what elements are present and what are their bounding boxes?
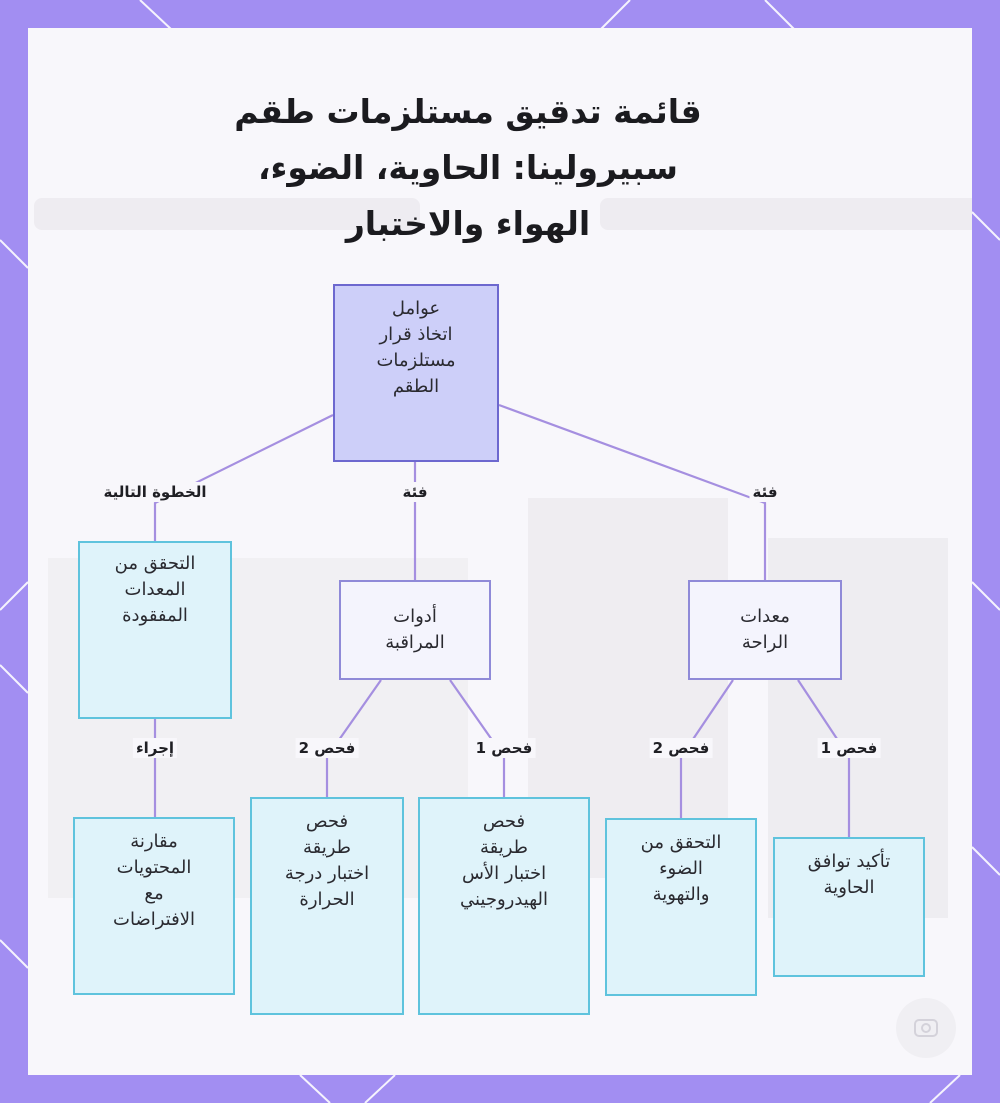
edge-comfort-to-container bbox=[797, 679, 851, 837]
node-text-line: تأكيد توافق bbox=[807, 851, 891, 872]
node-text-line: اتخاذ قرار bbox=[379, 324, 453, 345]
node-text-line: الحاوية bbox=[823, 877, 875, 898]
edge-root-to-missing bbox=[153, 414, 334, 541]
node-container-fit: تأكيد توافق الحاوية bbox=[773, 837, 925, 977]
edge-label-next-step: الخطوة التالية bbox=[100, 482, 210, 502]
node-text-line: مقارنة bbox=[130, 831, 178, 852]
edge-label-check-2-comfort: فحص 2 bbox=[649, 738, 713, 758]
title-line-3: الهواء والاختبار bbox=[345, 204, 591, 243]
node-text-line: أدوات bbox=[393, 606, 437, 627]
node-text-line: الضوء bbox=[659, 858, 703, 879]
title-line-1: قائمة تدقيق مستلزمات طقم bbox=[234, 92, 702, 131]
node-text-line: المحتويات bbox=[116, 857, 192, 878]
node-text-line: مع bbox=[144, 883, 164, 904]
node-text-line: الطقم bbox=[392, 376, 440, 397]
node-text-line: المفقودة bbox=[122, 605, 188, 626]
node-text-line: المعدات bbox=[124, 579, 186, 600]
node-monitoring-tools: أدوات المراقبة bbox=[339, 580, 491, 680]
edge-root-to-comfort bbox=[498, 403, 767, 580]
node-light-aeration: التحقق من الضوء والتهوية bbox=[605, 818, 757, 996]
node-text-line: فحص bbox=[482, 811, 526, 832]
watermark-logo-icon bbox=[896, 998, 956, 1058]
node-text-line: التحقق من bbox=[114, 553, 196, 574]
page-title: قائمة تدقيق مستلزمات طقم سبيرولينا: الحا… bbox=[158, 84, 778, 252]
node-comfort-equipment: معدات الراحة bbox=[688, 580, 842, 680]
background-pill-left bbox=[34, 198, 420, 230]
node-text-line: المراقبة bbox=[385, 632, 445, 653]
node-text-line: الحرارة bbox=[299, 889, 355, 910]
node-text-line: معدات bbox=[740, 606, 790, 627]
node-decision-factors: عوامل اتخاذ قرار مستلزمات الطقم bbox=[333, 284, 499, 462]
background-pill-right bbox=[600, 198, 972, 230]
edge-label-check-1-monitor: فحص 1 bbox=[472, 738, 536, 758]
content-panel: قائمة تدقيق مستلزمات طقم سبيرولينا: الحا… bbox=[28, 28, 972, 1075]
edge-label-check-2-monitor: فحص 2 bbox=[295, 738, 359, 758]
title-line-2: سبيرولينا: الحاوية، الضوء، bbox=[258, 148, 678, 187]
node-text-line: طريقة bbox=[302, 837, 352, 858]
edge-label-category-middle: فئة bbox=[399, 482, 431, 502]
edge-label-action: إجراء bbox=[132, 738, 178, 758]
edge-label-check-1-comfort: فحص 1 bbox=[817, 738, 881, 758]
node-text-line: الهيدروجيني bbox=[459, 889, 549, 910]
node-temperature-test: فحص طريقة اختبار درجة الحرارة bbox=[250, 797, 404, 1015]
node-text-line: اختبار الأس bbox=[461, 863, 547, 884]
node-compare-contents: مقارنة المحتويات مع الافتراضات bbox=[73, 817, 235, 995]
node-text-line: التحقق من bbox=[640, 832, 722, 853]
node-text-line: مستلزمات bbox=[376, 350, 456, 371]
node-text-line: والتهوية bbox=[652, 884, 710, 905]
edge-label-category-right: فئة bbox=[749, 482, 781, 502]
node-text-line: فحص bbox=[305, 811, 349, 832]
node-check-missing-equipment: التحقق من المعدات المفقودة bbox=[78, 541, 232, 719]
node-text-line: الافتراضات bbox=[113, 909, 195, 930]
node-text-line: طريقة bbox=[479, 837, 529, 858]
node-ph-test: فحص طريقة اختبار الأس الهيدروجيني bbox=[418, 797, 590, 1015]
connector-lines bbox=[153, 403, 851, 837]
node-text-line: عوامل bbox=[391, 298, 441, 319]
node-text-line: الراحة bbox=[741, 632, 789, 653]
node-text-line: اختبار درجة bbox=[284, 863, 370, 884]
